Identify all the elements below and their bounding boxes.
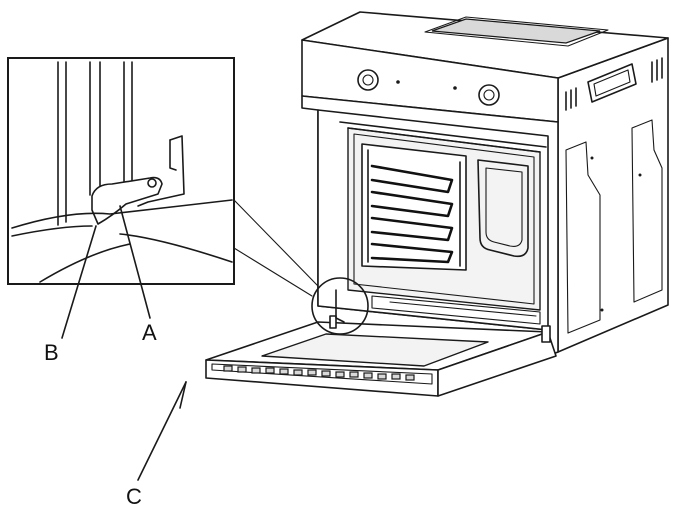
control-knob-right: [478, 84, 500, 106]
callout-line-top: [233, 199, 319, 287]
door-side-edge: [437, 331, 557, 397]
oven-cavity: [317, 109, 549, 331]
hinge-zoom-callout: [233, 199, 369, 335]
side-handle-slot: [587, 63, 637, 103]
side-emboss-left: [565, 141, 601, 334]
rear-fan-panel: [477, 159, 529, 258]
leader-a: [119, 205, 151, 319]
hinge-hook: [137, 135, 185, 207]
side-vent-right: [651, 57, 663, 83]
control-knob-left: [357, 69, 379, 91]
label-c: C: [126, 484, 142, 509]
door-vent-slots: [223, 365, 415, 381]
side-emboss-right: [631, 119, 663, 303]
label-b: B: [44, 340, 59, 365]
indicator-dot: [453, 86, 457, 90]
door-hinge-left: [329, 315, 337, 329]
door-glass: [261, 333, 489, 367]
indicator-dot: [396, 80, 400, 84]
callout-line-bottom: [233, 247, 313, 297]
hinge-zoom-circle: [311, 277, 369, 335]
oven-door-open: [205, 315, 557, 397]
shelf-support-rack: [361, 143, 467, 271]
hinge-detail-inset: [7, 57, 235, 285]
door-hinge-right: [541, 325, 551, 343]
top-vent-plate: [424, 16, 609, 47]
leader-b: [61, 225, 97, 339]
inset-frame: [7, 57, 235, 285]
label-a: A: [142, 320, 157, 345]
leader-c: [137, 381, 187, 481]
cavity-floor: [371, 295, 541, 325]
leader-lines: [61, 205, 187, 481]
hinge-lever: [91, 176, 163, 225]
side-vent-left: [565, 87, 577, 111]
top-vent-inner: [431, 18, 601, 44]
